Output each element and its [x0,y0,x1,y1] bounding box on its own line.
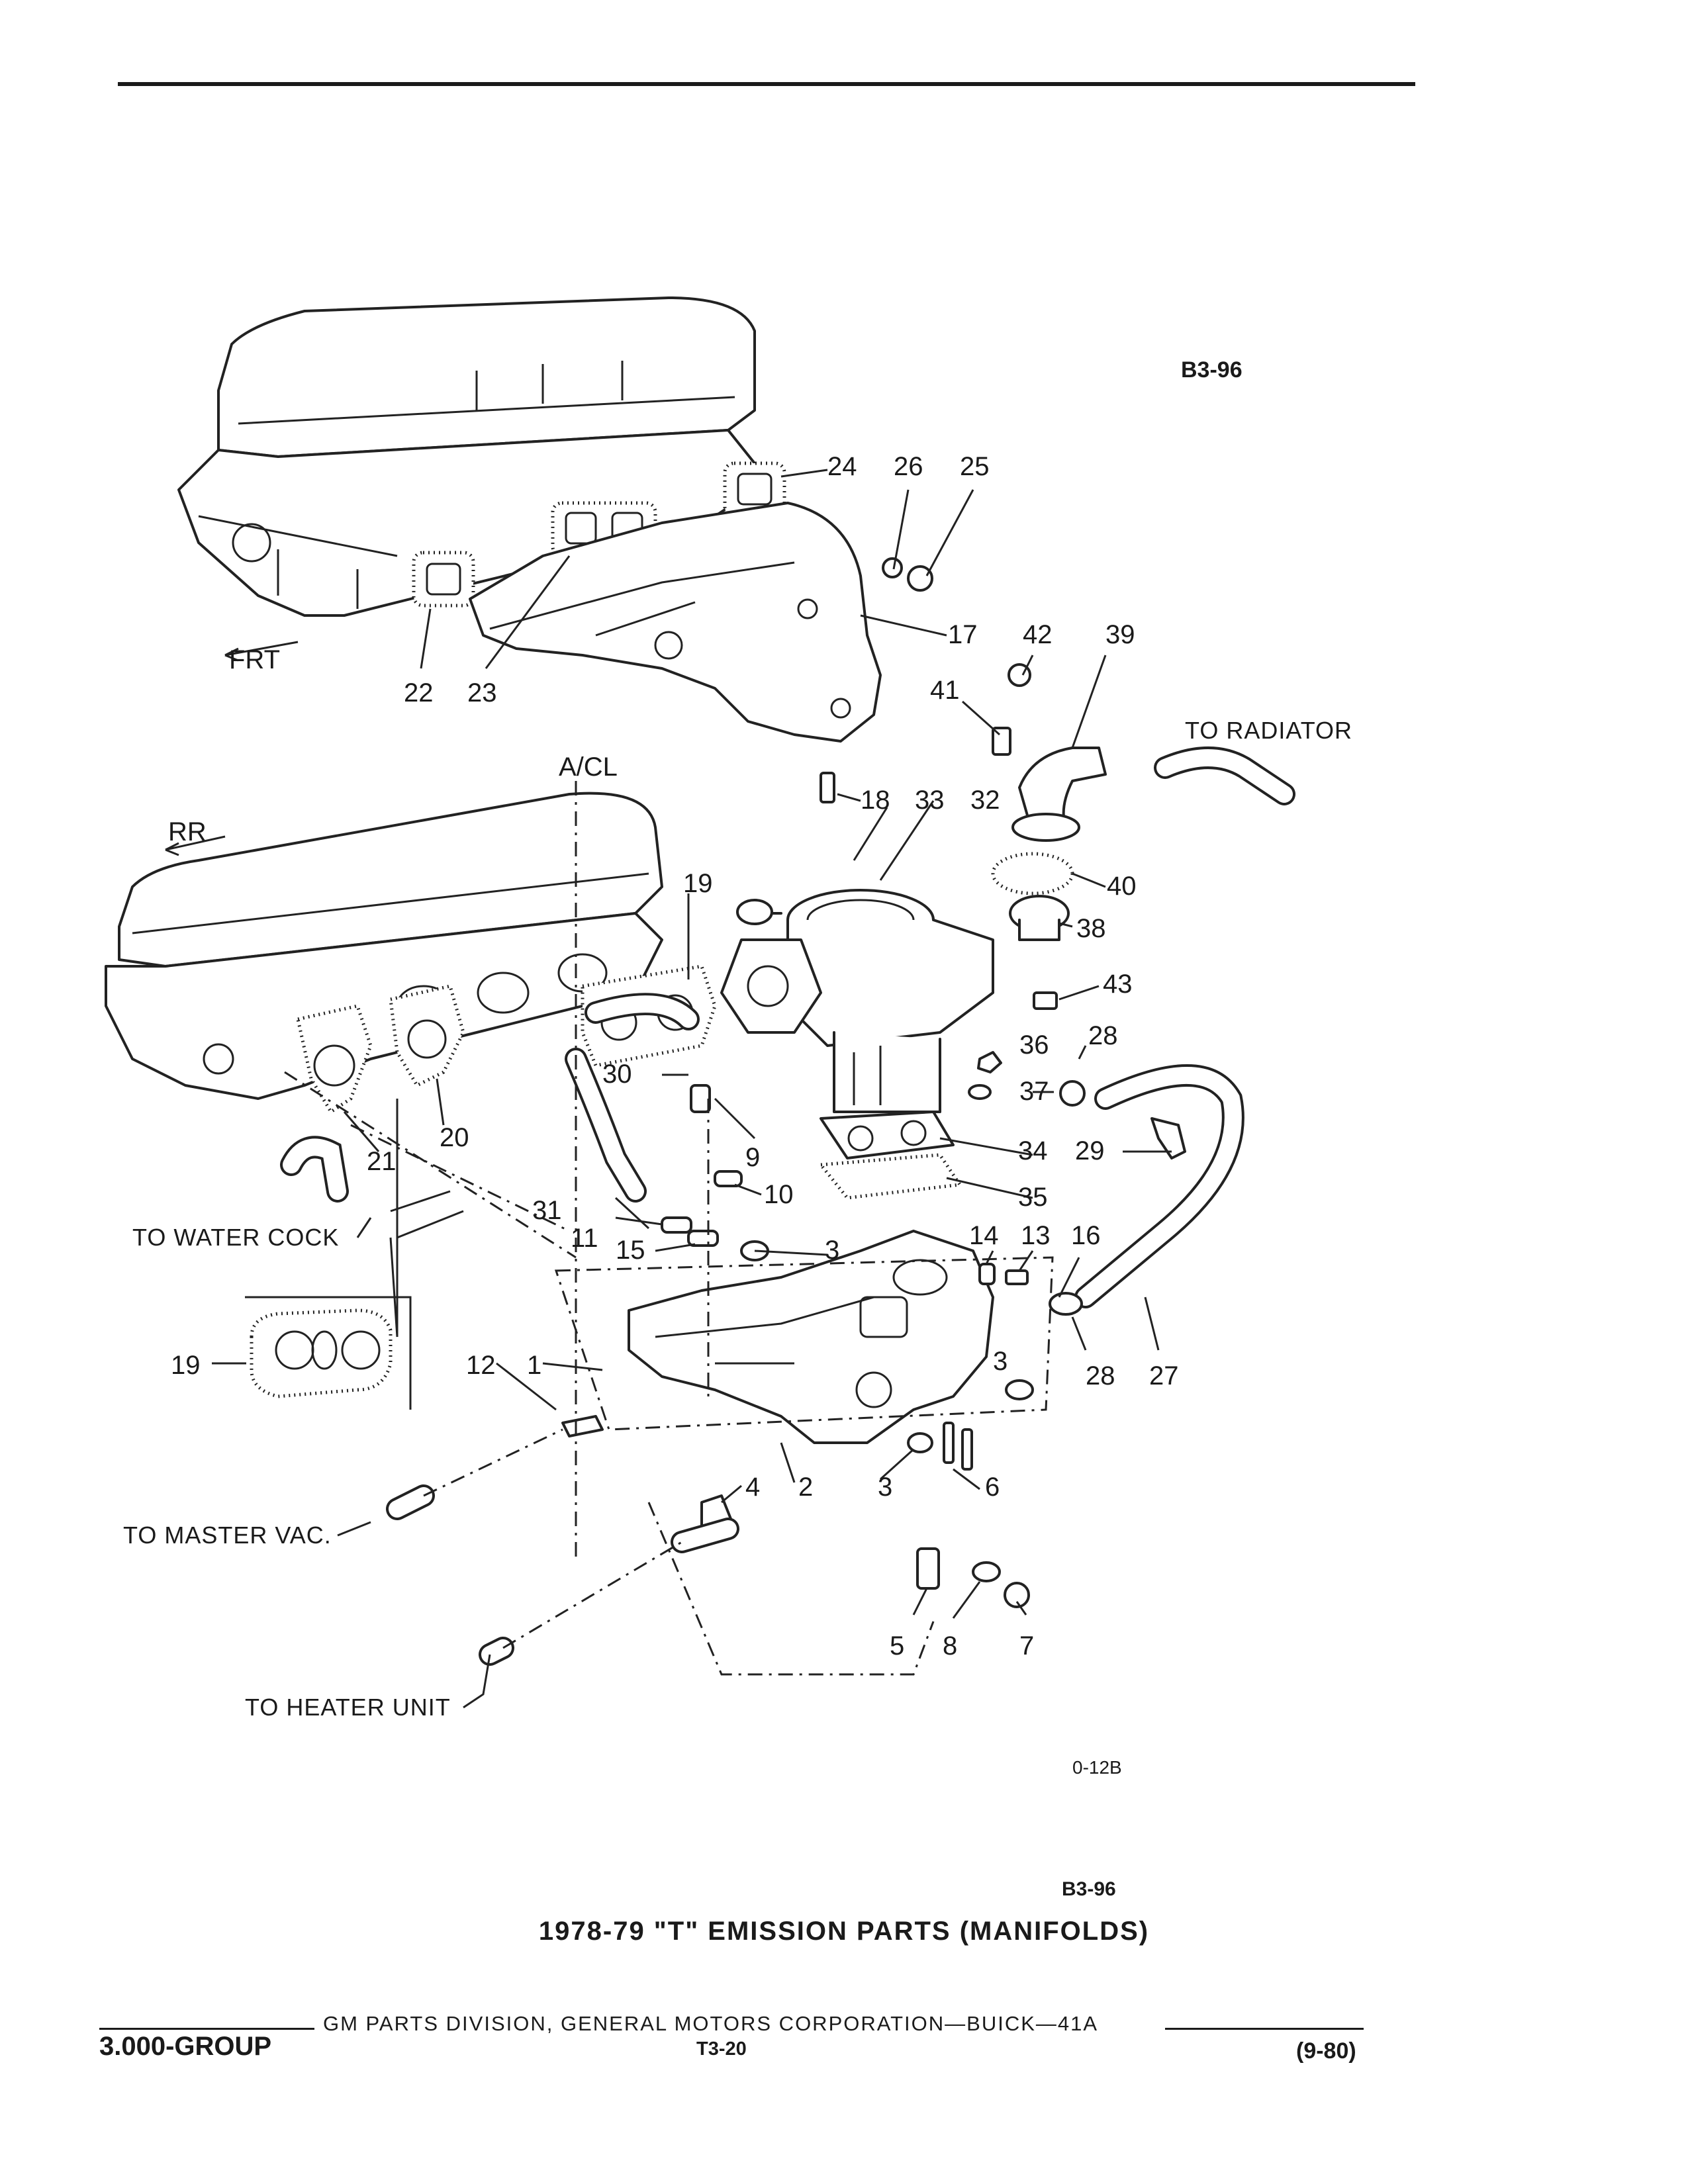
footer-rule-right [1165,2028,1364,2030]
callout-33: 33 [915,786,945,815]
callout-38: 38 [1076,914,1106,943]
nut-washer-stud [820,557,933,803]
label-air-cleaner: A/CL [559,752,618,782]
callout-29: 29 [1075,1136,1105,1165]
direction-arrows [165,641,299,856]
callout-18: 18 [861,786,890,815]
callout-42: 42 [1023,620,1053,649]
callout-43: 43 [1103,970,1133,999]
callout-14: 14 [969,1221,999,1250]
vacuum-lines [284,781,935,1676]
callout-25: 25 [960,452,990,481]
hose-30-31 [565,993,700,1203]
callout-7: 7 [1019,1631,1034,1661]
radiator-hose [1154,747,1295,805]
callout-26: 26 [894,452,923,481]
carburetor-base-gaskets [818,1111,963,1200]
callout-8: 8 [943,1631,957,1661]
label-front: FRT [229,645,280,674]
lower-valve-cover [118,792,663,968]
intake-gaskets [296,984,465,1115]
callout-17: 17 [948,620,978,649]
callout-41: 41 [930,676,960,705]
callout-19-upper: 19 [683,869,713,898]
callout-31: 31 [532,1196,562,1225]
callout-28-upper: 28 [1088,1021,1118,1050]
callout-32: 32 [970,786,1000,815]
intake-manifold [554,1230,1054,1444]
label-to-water-cock: TO WATER COCK [132,1224,339,1251]
callout-3-right: 3 [993,1347,1008,1376]
label-to-heater-unit: TO HEATER UNIT [245,1694,451,1721]
callout-1: 1 [527,1351,541,1380]
callout-28-lower: 28 [1086,1361,1115,1390]
footer-rule-left [99,2028,314,2030]
footer-page-number: T3-20 [696,2038,747,2060]
callout-23: 23 [467,678,497,707]
label-rear: RR [168,817,207,846]
callout-20: 20 [440,1123,469,1152]
callout-22: 22 [404,678,434,707]
callout-19-lower: 19 [171,1351,201,1380]
upper-valve-cover [217,296,756,458]
callout-37: 37 [1019,1077,1049,1106]
small-fittings [561,663,1186,1608]
figure-code: 0-12B [1072,1757,1122,1778]
thermostat-housing [991,747,1107,941]
footer-group: 3.000-GROUP [99,2032,272,2061]
callout-3-lower: 3 [878,1473,892,1502]
water-cock-pipe [280,1136,464,1239]
gasket-19-detail [245,1296,412,1410]
ref-code-bottom: B3-96 [1062,1878,1116,1900]
top-rule [118,82,1415,86]
callout-39: 39 [1105,620,1135,649]
callout-12: 12 [466,1351,496,1380]
exhaust-manifold [469,502,882,743]
leader-lines [212,469,1172,1709]
callout-27: 27 [1149,1361,1179,1390]
footer-date: (9-80) [1296,2038,1356,2064]
callout-34: 34 [1018,1136,1048,1165]
callout-30: 30 [602,1060,632,1089]
callout-13: 13 [1021,1221,1051,1250]
callout-9: 9 [745,1143,760,1172]
callout-16: 16 [1071,1221,1101,1250]
callout-40: 40 [1107,872,1137,901]
routing-labels: FRT RR A/CL TO RADIATOR TO WATER COCK TO… [123,645,1352,1721]
callout-5: 5 [890,1631,904,1661]
callout-2: 2 [798,1473,813,1502]
callout-36: 36 [1019,1030,1049,1060]
callout-35: 35 [1018,1183,1048,1212]
callout-21: 21 [367,1147,397,1176]
figure-caption: 1978-79 "T" EMISSION PARTS (MANIFOLDS) [538,1917,1150,1946]
callout-24: 24 [827,452,857,481]
callout-10: 10 [764,1180,794,1209]
footer-publisher: GM PARTS DIVISION, GENERAL MOTORS CORPOR… [323,2012,1099,2035]
ref-code-top: B3-96 [1181,357,1243,383]
callout-numbers: 24 26 25 17 42 39 41 22 23 18 33 32 19 4… [171,452,1179,1661]
callout-4: 4 [745,1473,760,1502]
label-to-radiator: TO RADIATOR [1185,717,1352,744]
label-to-master-vac: TO MASTER VAC. [123,1522,332,1549]
callout-15: 15 [616,1236,645,1265]
callout-3-upper: 3 [825,1236,839,1265]
callout-11: 11 [571,1224,598,1253]
callout-6: 6 [985,1473,1000,1502]
carburetor [720,889,994,1113]
heater-hose-27 [1074,1064,1244,1308]
